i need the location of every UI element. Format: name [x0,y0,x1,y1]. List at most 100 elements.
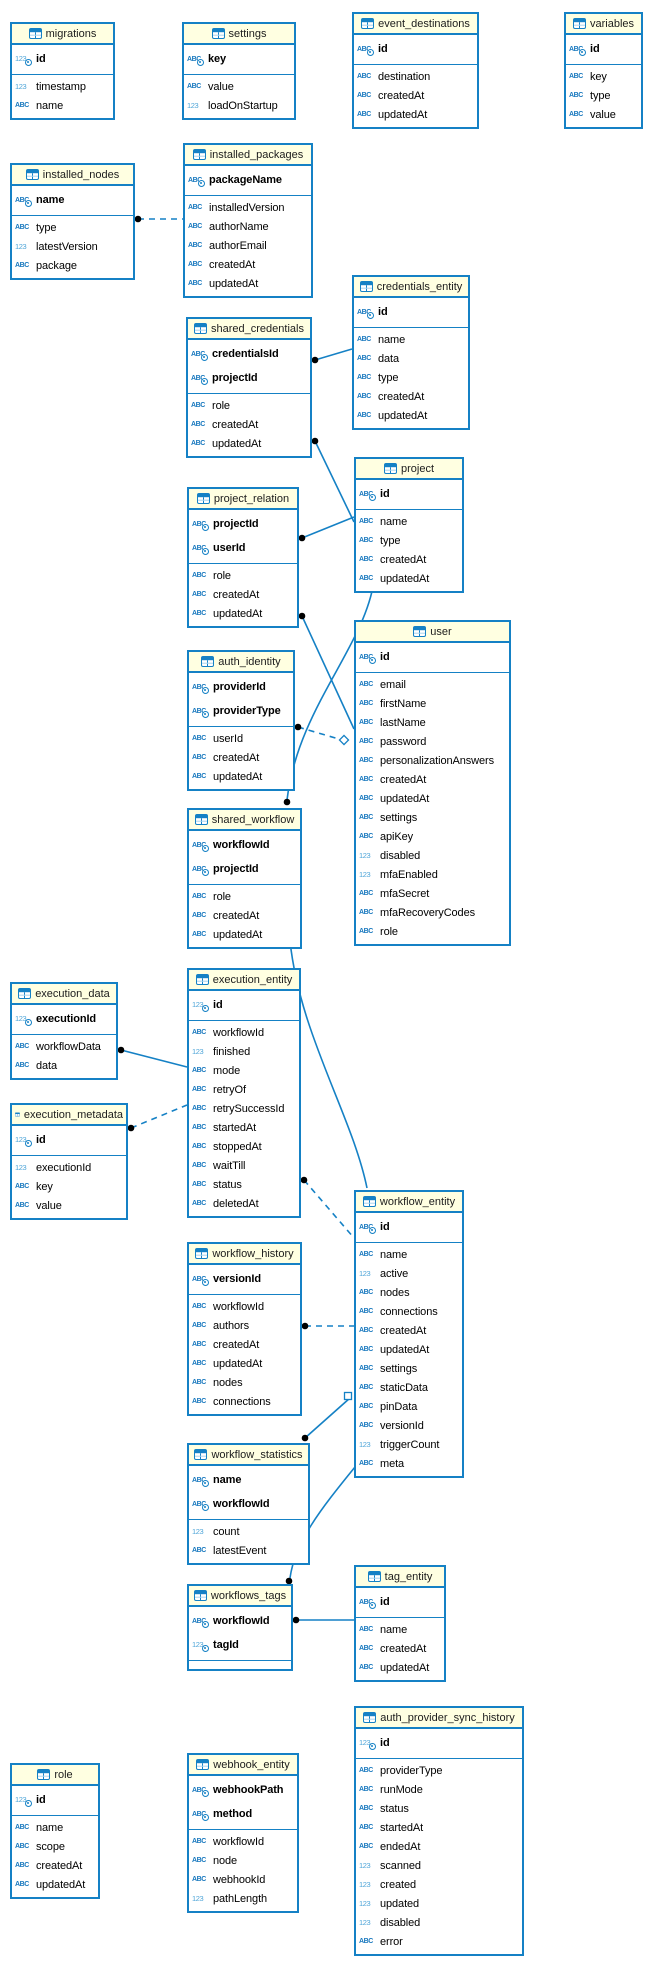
table-header[interactable]: user [356,622,509,643]
table-header[interactable]: execution_entity [189,970,299,991]
table-header[interactable]: event_destinations [354,14,477,35]
table-header[interactable]: workflows_tags [189,1586,291,1607]
table-header[interactable]: settings [184,24,294,45]
table-header[interactable]: installed_nodes [12,165,133,186]
table-header[interactable]: auth_identity [189,652,293,673]
table-header[interactable]: migrations [12,24,113,45]
table-header[interactable]: project_relation [189,489,297,510]
table-header[interactable]: execution_metadata [12,1105,126,1126]
table-header[interactable]: role [12,1765,98,1786]
table-header[interactable]: shared_credentials [188,319,310,340]
table-header[interactable]: execution_data [12,984,116,1005]
